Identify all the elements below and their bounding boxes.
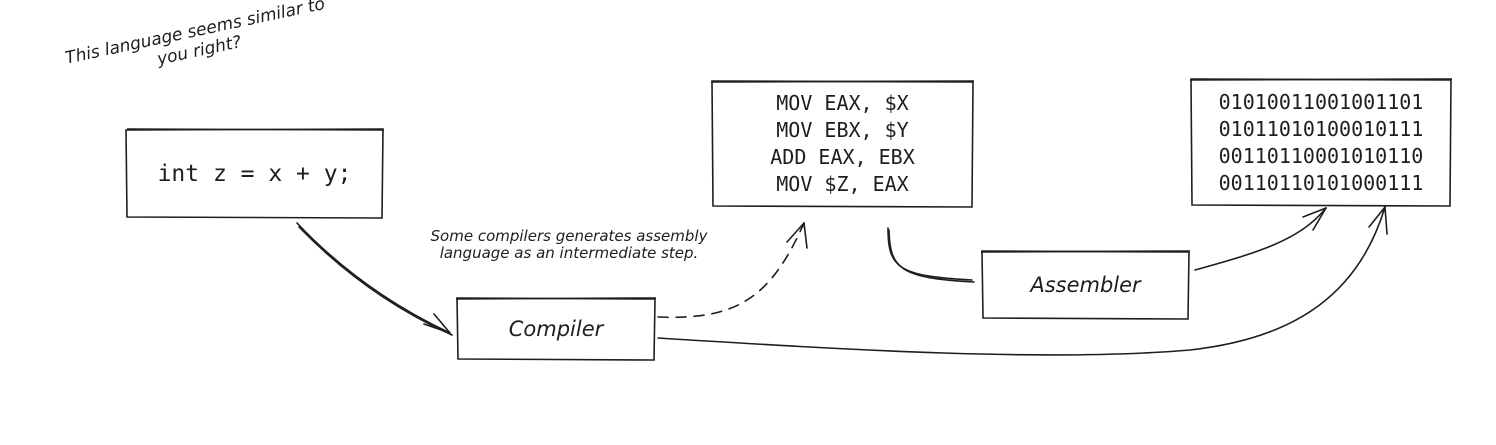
machine-code-box: 01010011001001101 01011010100010111 0011…: [1189, 78, 1453, 207]
assembly-line-1: MOV EAX, $X: [776, 91, 909, 115]
compiler-box: Compiler: [455, 297, 657, 361]
line-assembly-to-assembler: [887, 227, 975, 283]
arrow-compiler-to-assembly-dashed: [657, 222, 808, 319]
annotation-middle-line-1: Some compilers generates assembly: [430, 227, 708, 245]
assembly-line-3: ADD EAX, EBX: [770, 145, 915, 169]
assembly-line-2: MOV EBX, $Y: [776, 118, 909, 142]
arrow-source-to-compiler: [296, 222, 453, 336]
assembler-box: Assembler: [980, 250, 1191, 320]
arrow-compiler-to-machine-code: [657, 206, 1388, 356]
arrow-assembler-to-machine-code: [1194, 207, 1327, 271]
assembler-label: Assembler: [1030, 273, 1141, 297]
compiler-label: Compiler: [508, 317, 604, 341]
machine-code-line-3: 00110110001010110: [1218, 143, 1424, 168]
machine-code-line-1: 01010011001001101: [1218, 89, 1424, 114]
annotation-middle: Some compilers generates assembly langua…: [404, 227, 734, 263]
assembly-line-4: MOV $Z, EAX: [776, 172, 909, 196]
machine-code-line-2: 01011010100010111: [1218, 116, 1424, 141]
assembly-box: MOV EAX, $X MOV EBX, $Y ADD EAX, EBX MOV…: [710, 80, 975, 208]
source-code-text: int z = x + y;: [157, 160, 352, 187]
machine-code-line-4: 00110110101000111: [1218, 170, 1424, 195]
annotation-middle-line-2: language as an intermediate step.: [439, 244, 699, 263]
source-code-box: int z = x + y;: [125, 128, 385, 219]
